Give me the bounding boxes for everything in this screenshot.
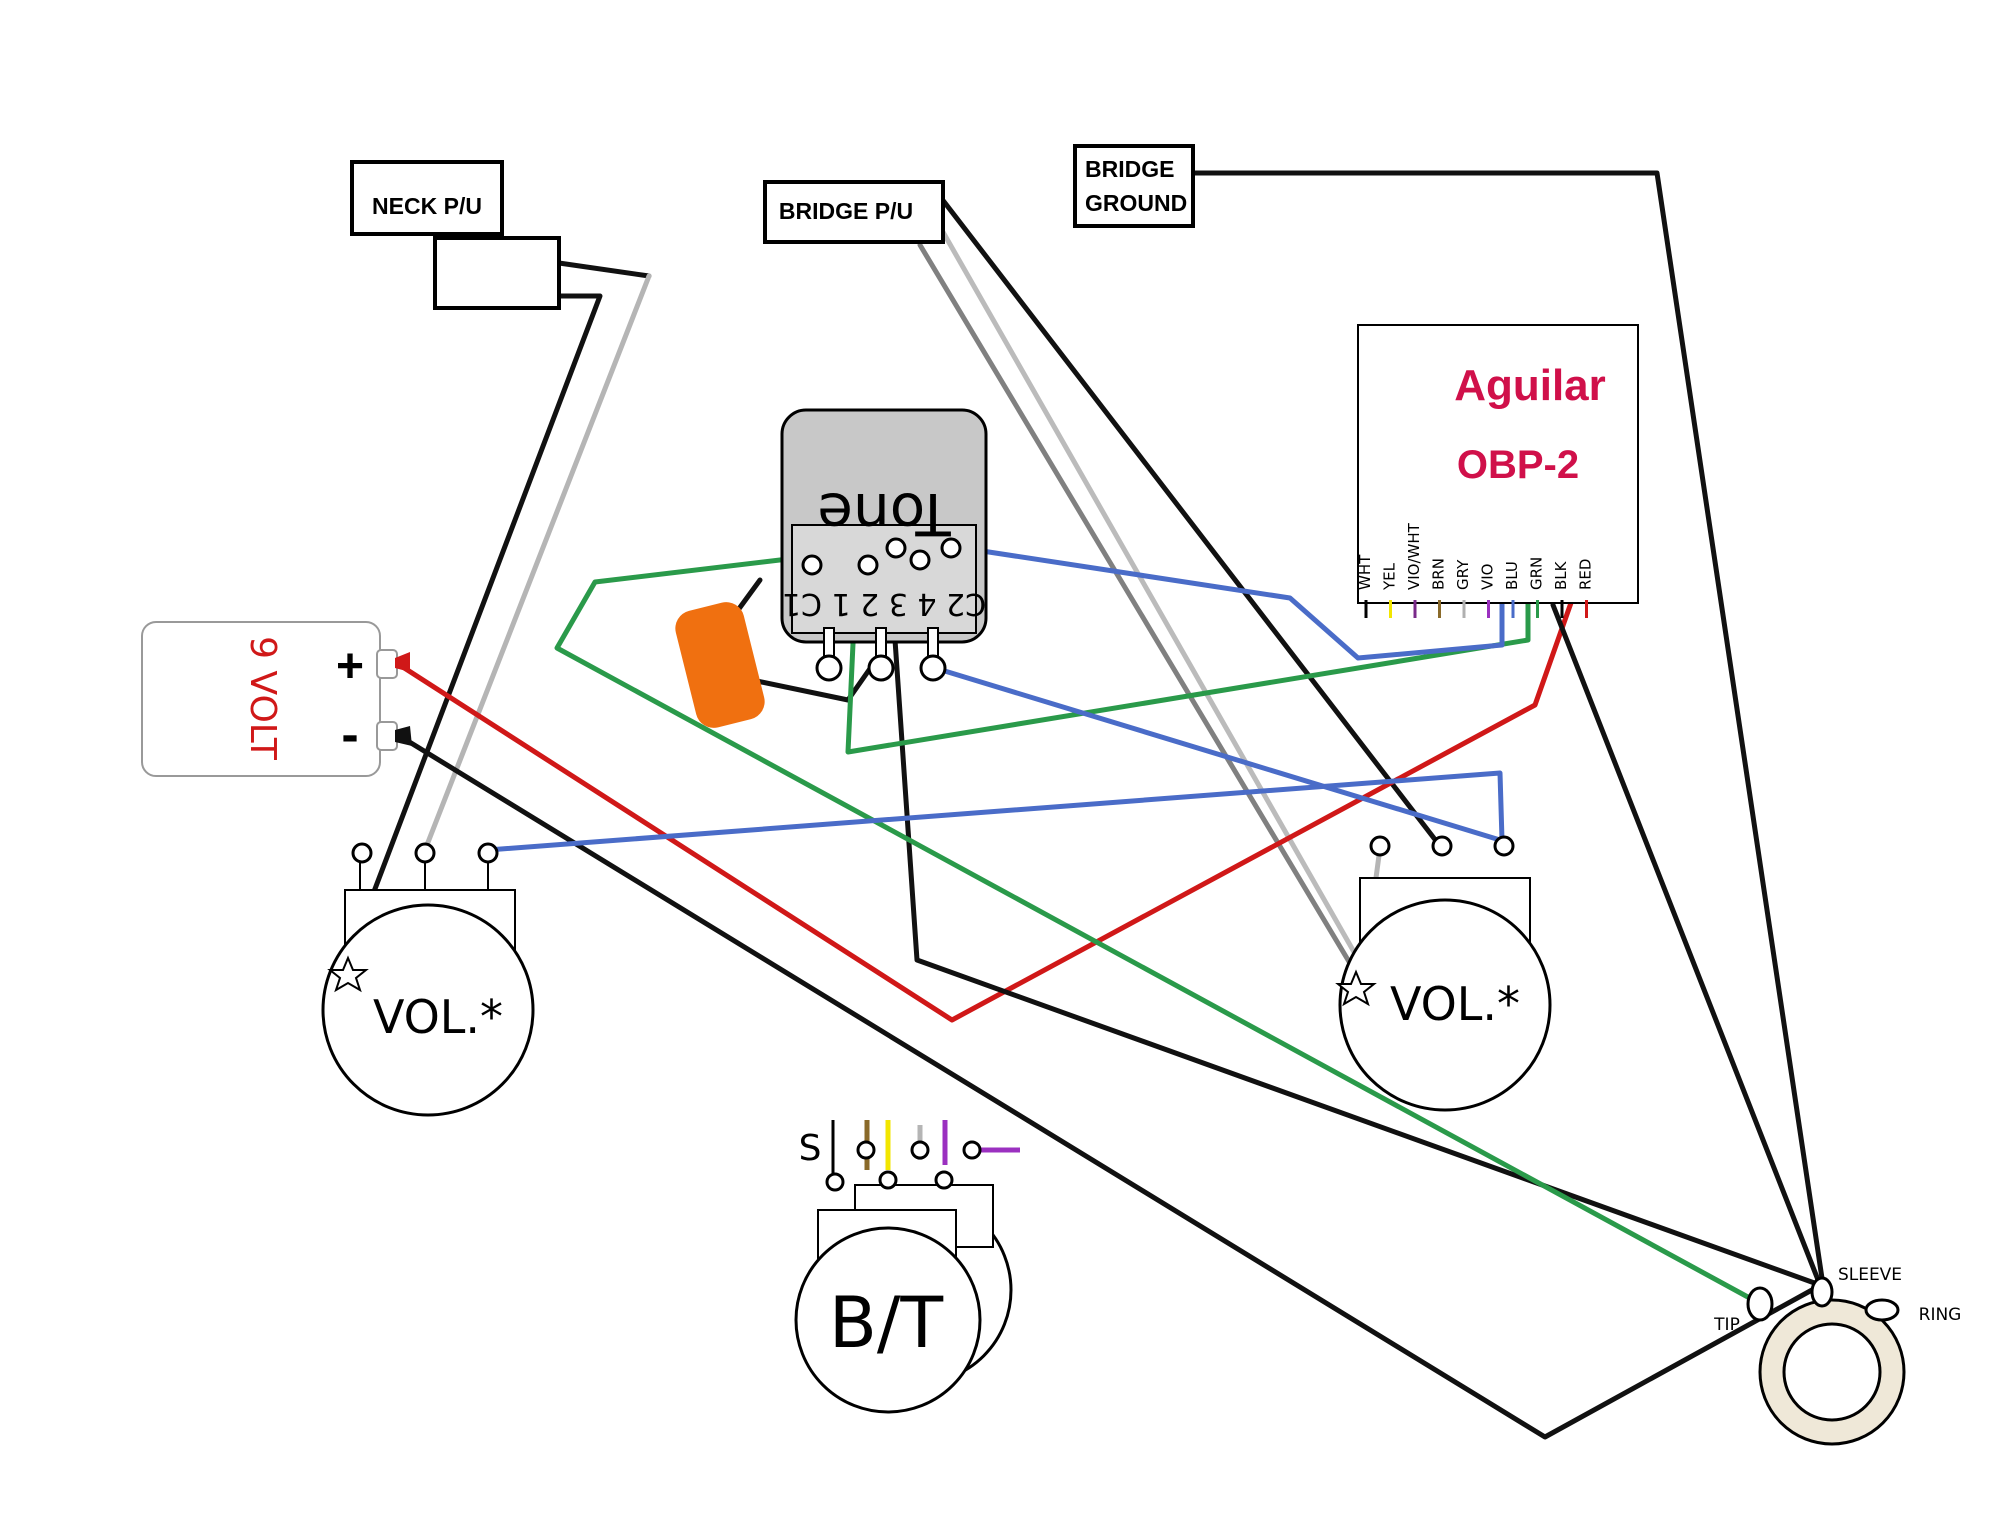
bridge-darkgray-wire	[917, 242, 1363, 983]
preamp-wire-label: WHT	[1356, 554, 1374, 590]
jack-ring-lug	[1864, 1298, 1900, 1322]
preamp-box	[1357, 324, 1639, 604]
bridge-ground: BRIDGE GROUND	[1073, 144, 1195, 228]
blue-wire-preamp	[940, 542, 1505, 661]
tone-bottom-lugs	[815, 627, 947, 682]
vol-right-knob	[1338, 898, 1552, 1112]
tone-lug-c2	[940, 537, 962, 559]
tone-black-wire	[885, 535, 1823, 1288]
bridge-ground-line1: BRIDGE	[1085, 156, 1174, 182]
vol-pot-right: VOL.*	[1335, 835, 1552, 1112]
battery-plus: +	[336, 640, 364, 693]
battery-black-clip	[395, 726, 412, 746]
preamp: Aguilar OBP-2 WHT YEL VIO/WHT BRN GRY VIO BLU G…	[1356, 324, 1639, 618]
tone-lug-4	[909, 549, 931, 571]
bridge-gray-wire	[932, 215, 1373, 983]
preamp-wire-label: VIO/WHT	[1405, 522, 1423, 590]
bt-s-label: S	[799, 1128, 822, 1169]
bt-front-knob	[794, 1226, 982, 1414]
tone-lug-labels: C2 4 3 2 1 C1	[782, 586, 986, 621]
neck-pu-label-box	[350, 160, 504, 236]
preamp-wire-label: BRN	[1430, 558, 1448, 590]
vol-left-label: VOL.*	[373, 990, 503, 1044]
preamp-brand: Aguilar	[1454, 361, 1606, 410]
neck-pu-label: NECK P/U	[372, 193, 482, 219]
preamp-wire-label: VIO	[1479, 564, 1497, 591]
preamp-wire-label: BLU	[1503, 561, 1521, 590]
blue-wire-vol-right	[922, 662, 1503, 843]
battery-label: 9 VOLT	[242, 636, 283, 761]
tone-lug-3	[885, 537, 907, 559]
tone-lug-c1	[801, 554, 823, 576]
preamp-wire-label: YEL	[1381, 562, 1399, 591]
preamp-wire-label: GRY	[1454, 559, 1472, 590]
bridge-black-wire	[932, 187, 1443, 849]
jack-tip-lug	[1746, 1286, 1774, 1322]
bt-pot: B/T S	[794, 1120, 1020, 1414]
jack-ring-label: RING	[1919, 1305, 1962, 1325]
neck-pu-body	[433, 236, 561, 310]
star-ground-icon	[1335, 969, 1377, 1007]
output-jack: TIP SLEEVE RING	[1713, 1265, 1962, 1446]
preamp-model: OBP-2	[1457, 443, 1579, 487]
neck-pickup: NECK P/U	[350, 160, 561, 310]
capacitor-icon	[675, 602, 765, 728]
battery: 9 VOLT + -	[141, 621, 412, 777]
neck-black-wire-2	[345, 293, 603, 963]
vol-right-label: VOL.*	[1390, 977, 1520, 1031]
preamp-wire-labels: WHT YEL VIO/WHT BRN GRY VIO BLU GRN BLK RED	[1356, 522, 1595, 591]
battery-plus-terminal	[376, 649, 398, 679]
star-ground-icon	[327, 955, 369, 993]
bridge-ground-wire	[1180, 170, 1826, 1288]
battery-body	[141, 621, 381, 777]
vol-pot-left: VOL.*	[321, 842, 535, 1117]
vol-left-knob	[321, 903, 535, 1117]
preamp-wire-stubs	[1364, 600, 1588, 618]
bridge-ground-box	[1073, 144, 1195, 228]
bridge-pu-label: BRIDGE P/U	[779, 198, 913, 224]
bt-label: B/T	[829, 1282, 944, 1364]
neck-black-wire	[549, 259, 652, 279]
tone-lug-2	[857, 554, 879, 576]
cap-black-wire	[749, 657, 879, 703]
tone-switch: Tone C2 4 3 2 1 C1	[780, 408, 988, 682]
bridge-ground-line2: GROUND	[1085, 190, 1187, 216]
battery-minus-terminal	[376, 721, 398, 751]
green-wire-preamp	[845, 554, 1531, 755]
jack-hole	[1782, 1322, 1882, 1422]
preamp-black-wire	[1550, 602, 1823, 1288]
green-wire-tip	[554, 554, 1760, 1305]
preamp-wire-label: GRN	[1528, 557, 1546, 590]
blue-wire-vol-left	[485, 770, 1505, 853]
bridge-pickup: BRIDGE P/U	[763, 180, 945, 244]
bridge-pu-label-box	[763, 180, 945, 244]
battery-red-wire	[392, 597, 1575, 1023]
preamp-wire-label: RED	[1577, 559, 1595, 590]
neck-gray-wire	[422, 273, 652, 853]
tone-label: Tone	[817, 480, 952, 548]
battery-minus: -	[341, 706, 358, 764]
preamp-wire-label: BLK	[1552, 560, 1570, 590]
wires	[345, 170, 1826, 1440]
battery-black-wire	[395, 732, 1824, 1440]
jack-sleeve-lug	[1810, 1276, 1834, 1308]
jack-tip-label: TIP	[1713, 1315, 1740, 1335]
jack-sleeve-label: SLEEVE	[1838, 1265, 1902, 1285]
battery-red-clip	[395, 652, 410, 672]
